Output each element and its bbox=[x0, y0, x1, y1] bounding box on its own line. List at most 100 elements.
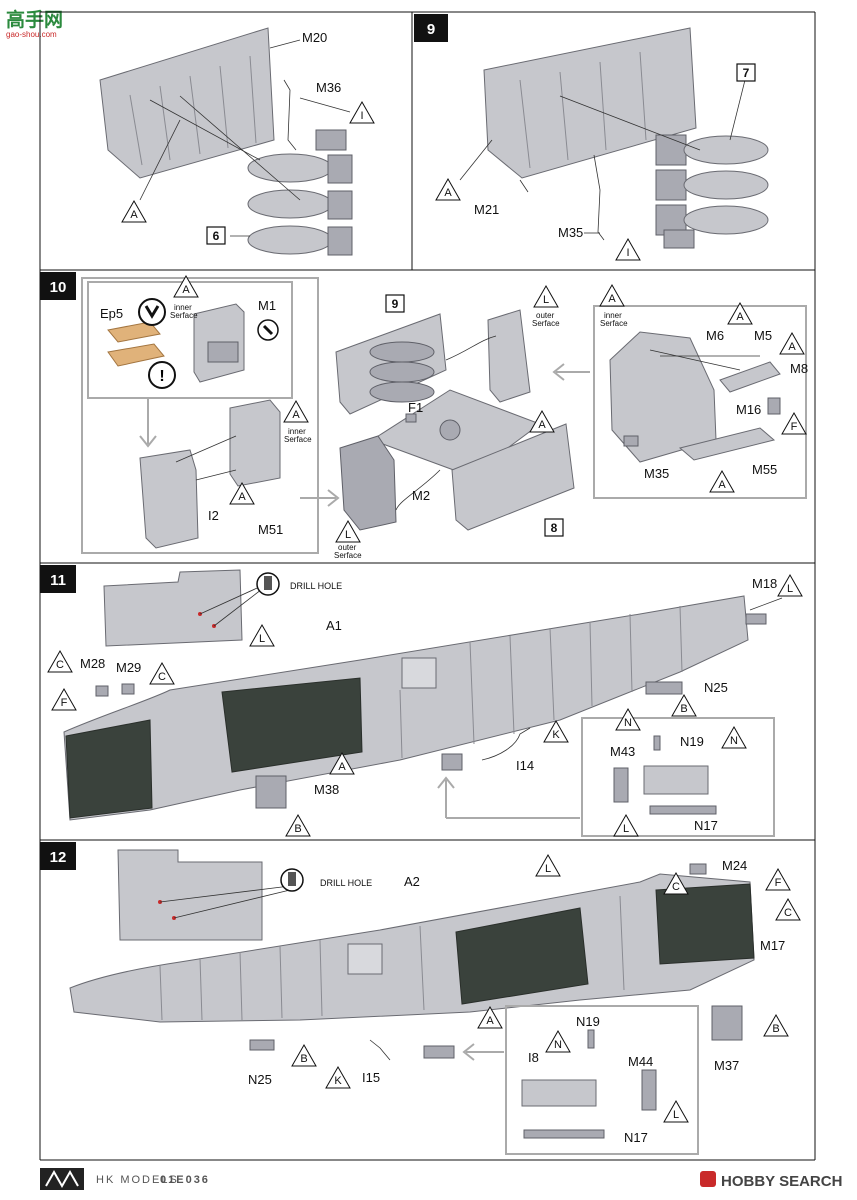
sub-step-box-7 bbox=[736, 63, 756, 82]
part-label-m18: M18 bbox=[752, 576, 777, 591]
svg-text:A: A bbox=[788, 341, 796, 353]
ref-triangle-k: K bbox=[543, 720, 569, 743]
ref-triangle-l-outer: L bbox=[533, 285, 559, 308]
ref-triangle-l-outer-2: L bbox=[335, 520, 361, 543]
label-serface: Serface bbox=[532, 319, 560, 328]
waist-gun-subassembly-frame bbox=[505, 1005, 699, 1155]
part-label-m1: M1 bbox=[258, 298, 276, 313]
seat-subassembly-frame bbox=[81, 277, 319, 554]
part-label-m37: M37 bbox=[714, 1058, 739, 1073]
fuselage-inset-a2 bbox=[117, 849, 263, 941]
drill-hole-label: DRILL HOLE bbox=[290, 581, 342, 591]
bomb-group-7 bbox=[655, 134, 769, 249]
step-9-number: 9 bbox=[427, 21, 435, 38]
ref-triangle-l: L bbox=[613, 814, 639, 837]
gun-mount bbox=[441, 753, 463, 771]
ref-triangle-c: C bbox=[775, 898, 801, 921]
ref-triangle-l: L bbox=[663, 1100, 689, 1123]
drill-hole-icon bbox=[256, 572, 280, 596]
waist-gun-body bbox=[521, 1079, 597, 1107]
ref-triangle-a-inner: A bbox=[599, 284, 625, 307]
svg-text:N: N bbox=[730, 735, 738, 747]
hobby-search-logo-icon bbox=[700, 1171, 716, 1187]
sub-step-box-9 bbox=[385, 294, 405, 313]
svg-text:C: C bbox=[56, 659, 64, 671]
label-inner: inner bbox=[174, 303, 192, 312]
ref-triangle-a: A bbox=[529, 410, 555, 433]
part-label-m5: M5 bbox=[754, 328, 772, 343]
svg-text:L: L bbox=[259, 633, 265, 645]
cockpit-bulkhead bbox=[609, 331, 717, 463]
part-label-i8: I8 bbox=[528, 1050, 539, 1065]
watermark-url: gao-shou.com bbox=[6, 30, 57, 39]
gun-mount bbox=[423, 1045, 455, 1059]
svg-text:L: L bbox=[545, 863, 551, 875]
step-11-badge bbox=[40, 565, 76, 593]
svg-text:A: A bbox=[238, 491, 246, 503]
photo-etch-belt-upper bbox=[107, 321, 161, 343]
bomb-bay-wall-m20 bbox=[99, 27, 275, 179]
svg-text:K: K bbox=[552, 729, 560, 741]
sub-step-box-8 bbox=[544, 518, 564, 537]
part-label-n25: N25 bbox=[704, 680, 728, 695]
bend-icon bbox=[138, 298, 166, 326]
hk-logo-icon bbox=[40, 1168, 84, 1190]
ref-triangle-l: L bbox=[777, 574, 803, 597]
fuselage-interior-panel bbox=[221, 677, 363, 773]
svg-text:C: C bbox=[672, 881, 680, 893]
svg-text:B: B bbox=[772, 1023, 779, 1035]
part-n25 bbox=[645, 681, 683, 695]
part-m29 bbox=[121, 683, 135, 695]
svg-text:N: N bbox=[554, 1039, 562, 1051]
footer-site: HOBBY SEARCH bbox=[721, 1173, 842, 1190]
ref-triangle-c: C bbox=[47, 650, 73, 673]
part-m37 bbox=[711, 1005, 743, 1041]
part-label-i2: I2 bbox=[208, 508, 219, 523]
svg-text:L: L bbox=[623, 823, 629, 835]
part-label-m28: M28 bbox=[80, 656, 105, 671]
svg-text:K: K bbox=[334, 1075, 342, 1087]
ref-triangle-a: A bbox=[709, 470, 735, 493]
part-m38 bbox=[255, 775, 287, 809]
svg-text:B: B bbox=[680, 703, 687, 715]
part-label-m8: M8 bbox=[790, 361, 808, 376]
part-label-n19: N19 bbox=[680, 734, 704, 749]
step-10-panel: 10 Ep5 ! A inner Serface M1 A inner Serf… bbox=[40, 272, 808, 560]
svg-text:A: A bbox=[486, 1015, 494, 1027]
part-n19 bbox=[587, 1029, 595, 1049]
bulkhead-rear bbox=[487, 309, 531, 403]
part-label-n17: N17 bbox=[624, 1130, 648, 1145]
step-11-number: 11 bbox=[50, 572, 66, 589]
part-label-i14: I14 bbox=[516, 758, 534, 773]
ref-triangle-c: C bbox=[663, 872, 689, 895]
svg-text:A: A bbox=[538, 419, 546, 431]
svg-text:C: C bbox=[784, 907, 792, 919]
part-label-m20: M20 bbox=[302, 30, 327, 45]
part-i14 bbox=[481, 727, 531, 761]
svg-text:L: L bbox=[345, 529, 351, 541]
part-label-m38: M38 bbox=[314, 782, 339, 797]
part-m16 bbox=[767, 397, 781, 415]
side-wall-outer bbox=[339, 435, 397, 531]
fuselage-rear-interior bbox=[65, 719, 153, 819]
ref-triangle-f: F bbox=[781, 412, 807, 435]
ref-triangle-b: B bbox=[291, 1044, 317, 1067]
part-label-m2: M2 bbox=[412, 488, 430, 503]
ref-triangle-c: C bbox=[149, 662, 175, 685]
drill-hole-icon bbox=[280, 868, 304, 892]
label-inner: inner bbox=[604, 311, 622, 320]
fuselage-interior-panel bbox=[455, 907, 589, 1005]
ref-triangle-a: A bbox=[779, 332, 805, 355]
part-label-m35: M35 bbox=[558, 225, 583, 240]
seat-plate bbox=[139, 449, 199, 549]
footer: HK MODELS 01E036 HOBBY SEARCH bbox=[40, 1168, 842, 1190]
svg-text:A: A bbox=[444, 187, 452, 199]
bomb-rack-rod-m35 bbox=[593, 154, 605, 241]
seat-armor-m51 bbox=[229, 399, 281, 487]
ref-triangle-a-inner: A bbox=[173, 275, 199, 298]
part-n17 bbox=[523, 1129, 605, 1139]
part-m43 bbox=[613, 767, 629, 803]
part-label-m51: M51 bbox=[258, 522, 283, 537]
svg-text:!: ! bbox=[159, 368, 164, 385]
